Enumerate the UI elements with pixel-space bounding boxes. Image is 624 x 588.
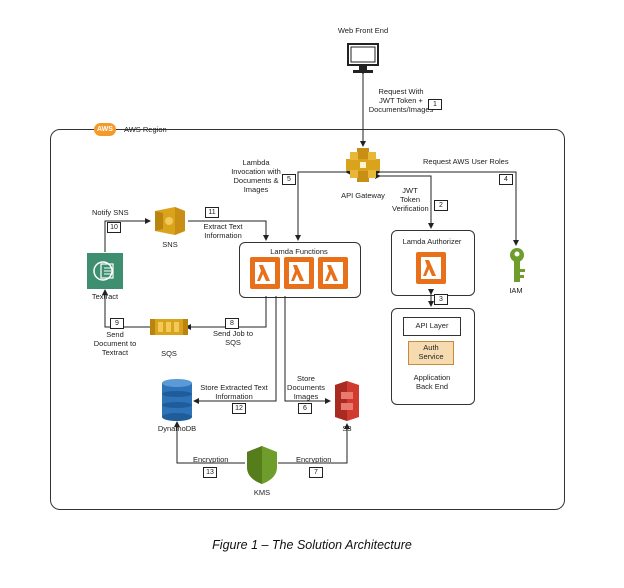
sqs-label: SQS: [161, 349, 177, 358]
edge-2-label: JWT Token Verification: [392, 186, 429, 213]
edge-5-number: 5: [282, 174, 296, 185]
web-front-end-label: Web Front End: [337, 26, 389, 35]
sqs-icon: [150, 319, 188, 335]
edge-2-number: 2: [434, 200, 448, 211]
edge-7-label: Encryption: [296, 455, 332, 464]
edge-12-label: Store Extracted Text Information: [200, 383, 268, 401]
edge-12-number: 12: [232, 403, 246, 414]
lambda-authorizer-icon: [416, 252, 446, 284]
edge-7-number: 7: [309, 467, 323, 478]
edge-3-number: 3: [434, 294, 448, 305]
dynamodb-icon: [162, 379, 192, 421]
edge-5-line: [295, 169, 351, 241]
edge-8-number: 8: [225, 318, 239, 329]
sns-icon: [155, 207, 185, 235]
s3-icon: [335, 381, 359, 421]
textract-label: Textract: [91, 292, 119, 301]
auth-service-label: Auth Service: [418, 343, 444, 361]
textract-icon: [87, 253, 123, 289]
edge-4-line: [375, 169, 519, 246]
edge-13-label: Encryption: [193, 455, 229, 464]
edge-9-number: 9: [110, 318, 124, 329]
edge-6-line: [284, 296, 331, 404]
edge-9-line: [102, 289, 150, 328]
aws-region-boundary: [50, 129, 565, 510]
edge-1-number: 1: [428, 99, 442, 110]
edge-6-label: Store Documents Images: [287, 374, 325, 401]
region-label: AWS Region: [124, 125, 167, 134]
edge-10-line: [104, 218, 151, 252]
edge-13-number: 13: [203, 467, 217, 478]
edge-7-line: [278, 423, 350, 464]
lambda-functions-label: Lamda Functions: [270, 247, 328, 256]
edge-4-number: 4: [499, 174, 513, 185]
edge-1-label: Request With JWT Token + Documents/Image…: [368, 87, 434, 114]
auth-service-box: [408, 341, 454, 365]
edge-11-line: [188, 220, 269, 241]
s3-label: S3: [342, 424, 352, 433]
edge-13-line: [174, 421, 245, 464]
api-layer-label: API Layer: [415, 321, 449, 330]
edge-11-label: Extract Text Information: [203, 222, 243, 240]
edge-11-number: 11: [205, 207, 219, 218]
lambda-authorizer-label: Lamda Authorizer: [402, 237, 462, 246]
edge-4-label: Request AWS User Roles: [423, 157, 509, 166]
application-back-end-label: Application Back End: [413, 373, 451, 391]
iam-label: IAM: [509, 286, 523, 295]
edge-10-label: Notify SNS: [92, 208, 129, 217]
figure-caption: Figure 1 – The Solution Architecture: [212, 538, 412, 552]
dynamodb-label: DynamoDB: [157, 424, 197, 433]
lambda-icon: [250, 257, 280, 289]
aws-badge: AWS: [94, 123, 116, 136]
api-gateway-label: API Gateway: [341, 191, 385, 200]
edge-8-line: [185, 296, 267, 330]
api-layer-box: [403, 317, 461, 336]
edge-9-label: Send Document to Textract: [93, 330, 137, 357]
edge-5-label: Lambda Invocation with Documents & Image…: [231, 158, 281, 194]
sns-label: SNS: [162, 240, 178, 249]
edge-12-line: [193, 296, 277, 404]
edge-6-number: 6: [298, 403, 312, 414]
edge-10-number: 10: [107, 222, 121, 233]
api-gateway-icon: [346, 148, 380, 182]
kms-shield-icon: [247, 446, 277, 484]
lambda-icon: [318, 257, 348, 289]
monitor-icon: [347, 43, 379, 73]
iam-key-icon: [510, 248, 525, 282]
kms-label: KMS: [253, 488, 271, 497]
lambda-icon: [284, 257, 314, 289]
edge-8-label: Send Job to SQS: [212, 329, 254, 347]
